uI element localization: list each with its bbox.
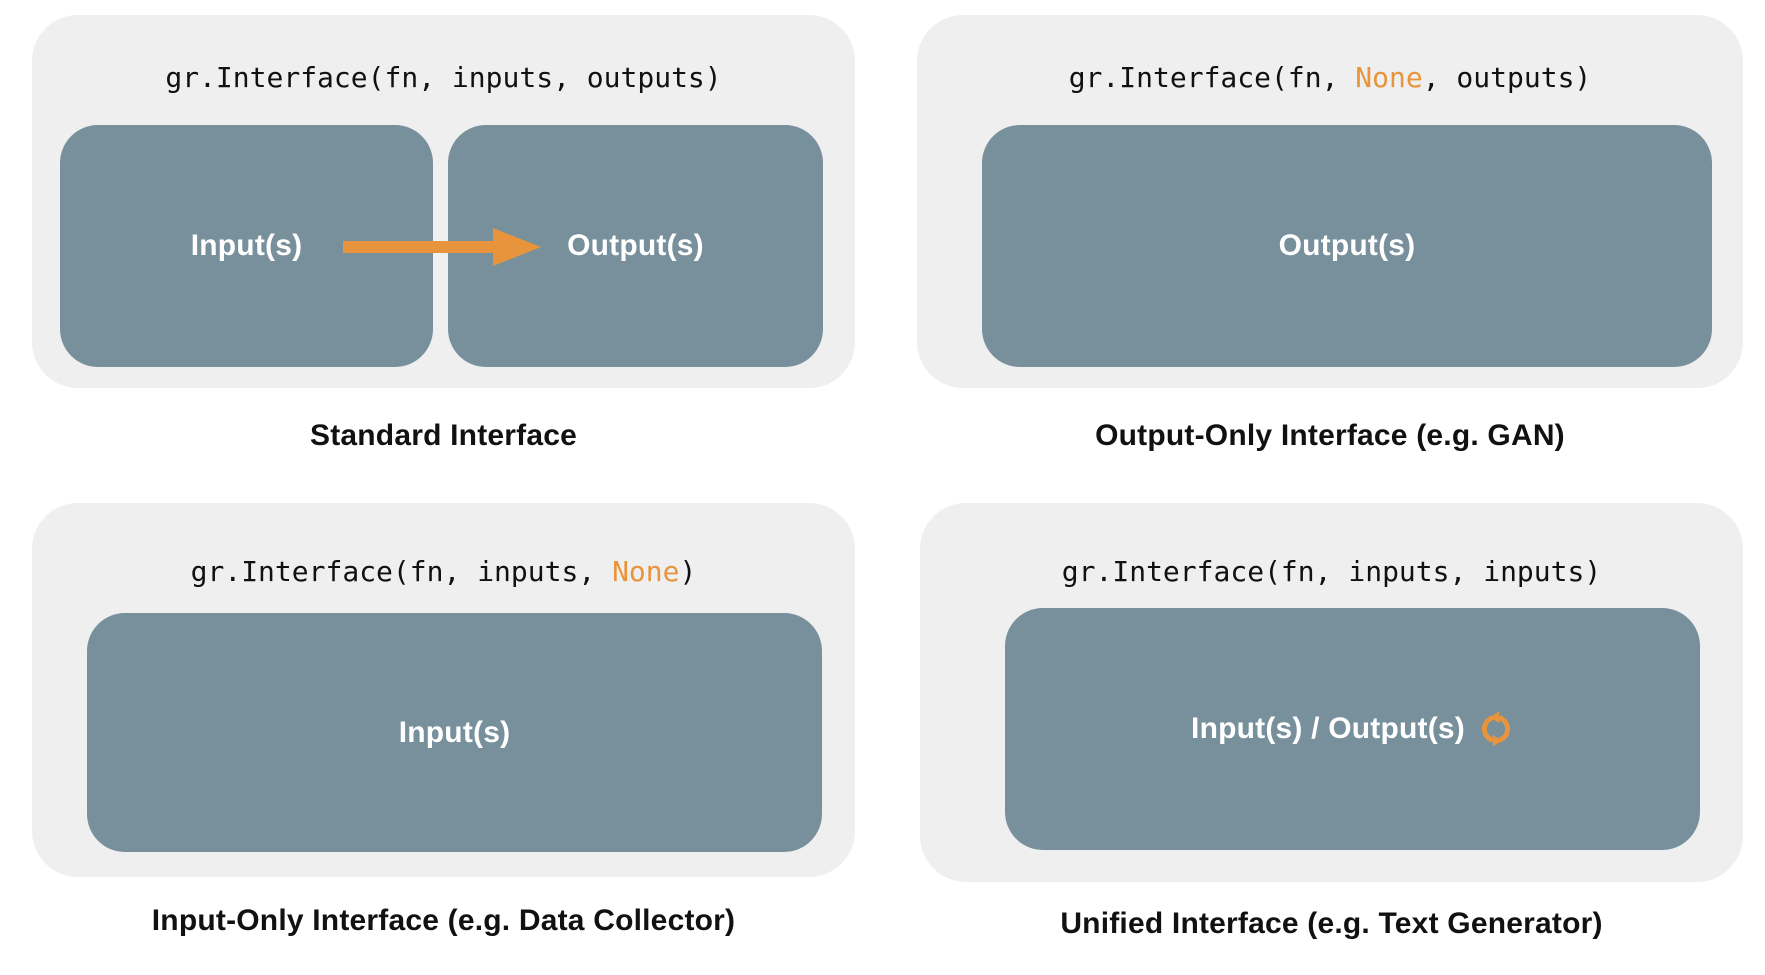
- code-segment: gr.Interface(fn, inputs,: [190, 555, 613, 588]
- panel-input-only-interface: gr.Interface(fn, inputs, None) Input(s): [32, 503, 855, 877]
- caption-input-only-interface: Input-Only Interface (e.g. Data Collecto…: [151, 904, 736, 937]
- code-segment-none: None: [612, 555, 680, 588]
- caption-unified-interface: Unified Interface (e.g. Text Generator): [1060, 907, 1603, 940]
- sync-icon: [1478, 711, 1514, 747]
- input-box: Input(s): [87, 613, 822, 852]
- code-unified: gr.Interface(fn, inputs, inputs): [920, 555, 1743, 588]
- code-segment: ): [679, 555, 697, 588]
- caption-output-only-interface: Output-Only Interface (e.g. GAN): [1095, 419, 1565, 452]
- input-box-label: Input(s): [398, 715, 511, 749]
- arrow-head: [493, 228, 541, 266]
- panel-standard-interface: gr.Interface(fn, inputs, outputs) Input(…: [32, 15, 855, 388]
- code-segment: gr.Interface(fn,: [1068, 61, 1356, 94]
- code-input-only: gr.Interface(fn, inputs, None): [32, 555, 855, 588]
- code-segment: , outputs): [1422, 61, 1592, 94]
- caption-standard-interface: Standard Interface: [309, 419, 577, 452]
- code-output-only: gr.Interface(fn, None, outputs): [917, 61, 1743, 94]
- output-box-label: Output(s): [1278, 229, 1416, 262]
- code-segment-none: None: [1355, 61, 1423, 94]
- code-segment: gr.Interface(fn, inputs, inputs): [1061, 555, 1602, 588]
- input-output-box-label: Input(s) / Output(s): [1191, 712, 1465, 745]
- output-box: Output(s): [982, 125, 1712, 367]
- code-segment: gr.Interface(fn, inputs, outputs): [165, 61, 722, 94]
- input-output-box: Input(s) / Output(s): [1005, 608, 1700, 850]
- arrow-right-icon: [343, 228, 541, 266]
- panel-unified-interface: gr.Interface(fn, inputs, inputs) Input(s…: [920, 503, 1743, 882]
- input-box-label: Input(s): [190, 229, 303, 262]
- panel-output-only-interface: gr.Interface(fn, None, outputs) Output(s…: [917, 15, 1743, 388]
- arrow-shaft: [343, 241, 493, 253]
- output-box-label: Output(s): [567, 229, 704, 262]
- code-standard: gr.Interface(fn, inputs, outputs): [32, 61, 855, 94]
